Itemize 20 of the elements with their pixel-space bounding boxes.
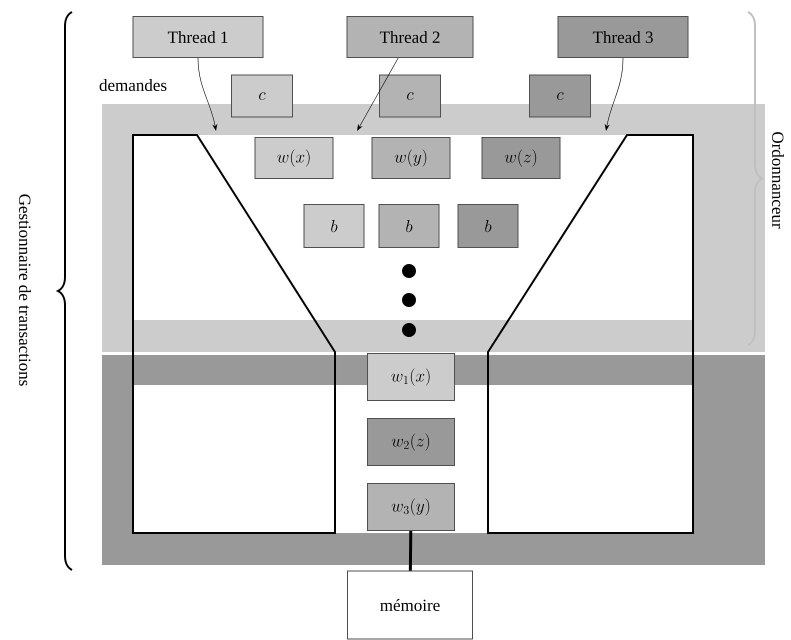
process-box: $b$ (378, 204, 440, 248)
process-box: $w(x)$ (254, 137, 334, 179)
memory-box: mémoire (347, 570, 473, 640)
process-box: $b$ (458, 204, 518, 248)
process-box: $w(y)$ (372, 137, 450, 179)
process-box: $w_3(y)$ (367, 483, 455, 531)
process-box: $w(z)$ (482, 137, 560, 179)
brace-label: Ordonnanceur (772, 132, 784, 228)
process-box: $w_1(x)$ (367, 353, 455, 401)
process-box: $b$ (304, 204, 364, 248)
process-box: $c$ (379, 74, 441, 118)
process-box: Thread 1 (132, 16, 264, 58)
brace-label: Gestionnaire de transactions (19, 194, 31, 386)
process-box: $c$ (529, 74, 591, 118)
process-box: Thread 2 (346, 16, 474, 58)
process-box: Thread 3 (558, 16, 688, 58)
process-box: $w_2(z)$ (367, 418, 455, 466)
process-box: $c$ (231, 74, 293, 118)
edge-label: demandes (100, 79, 166, 91)
arrow (357, 58, 398, 131)
